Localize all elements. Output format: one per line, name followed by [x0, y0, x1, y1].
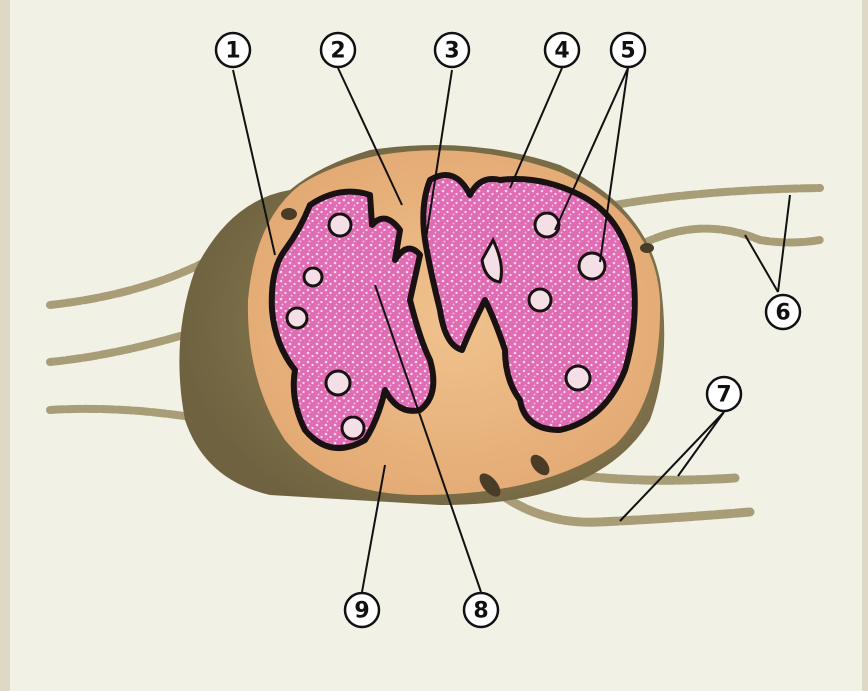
nodule-6	[535, 213, 559, 237]
callout-2-number: 2	[330, 39, 345, 64]
callout-5: 5	[611, 33, 645, 67]
callout-4-number: 4	[554, 39, 569, 64]
afferent-vessel-right-2	[640, 229, 820, 245]
callout-1-number: 1	[225, 39, 240, 64]
callout-9: 9	[345, 593, 379, 627]
nodule-4	[326, 371, 350, 395]
callout-8-number: 8	[473, 599, 488, 624]
afferent-opening-1	[281, 208, 297, 220]
callout-4: 4	[545, 33, 579, 67]
callout-5-number: 5	[620, 39, 635, 64]
callout-3: 3	[435, 33, 469, 67]
callout-2: 2	[321, 33, 355, 67]
nodule-1	[329, 214, 351, 236]
nodule-3	[287, 308, 307, 328]
afferent-opening-2	[640, 243, 654, 253]
callout-7: 7	[707, 377, 741, 411]
callout-9-number: 9	[354, 599, 369, 624]
callout-3-number: 3	[444, 39, 459, 64]
nodule-10	[566, 366, 590, 390]
afferent-vessel-left-2	[50, 330, 200, 362]
callout-7-number: 7	[716, 383, 731, 408]
callout-1: 1	[216, 33, 250, 67]
callout-6-number: 6	[775, 301, 790, 326]
nodule-8	[529, 289, 551, 311]
callout-8: 8	[464, 593, 498, 627]
callout-6: 6	[766, 295, 800, 329]
leader-line-7a	[678, 412, 724, 476]
nodule-2	[304, 268, 322, 286]
nodule-5	[342, 417, 364, 439]
